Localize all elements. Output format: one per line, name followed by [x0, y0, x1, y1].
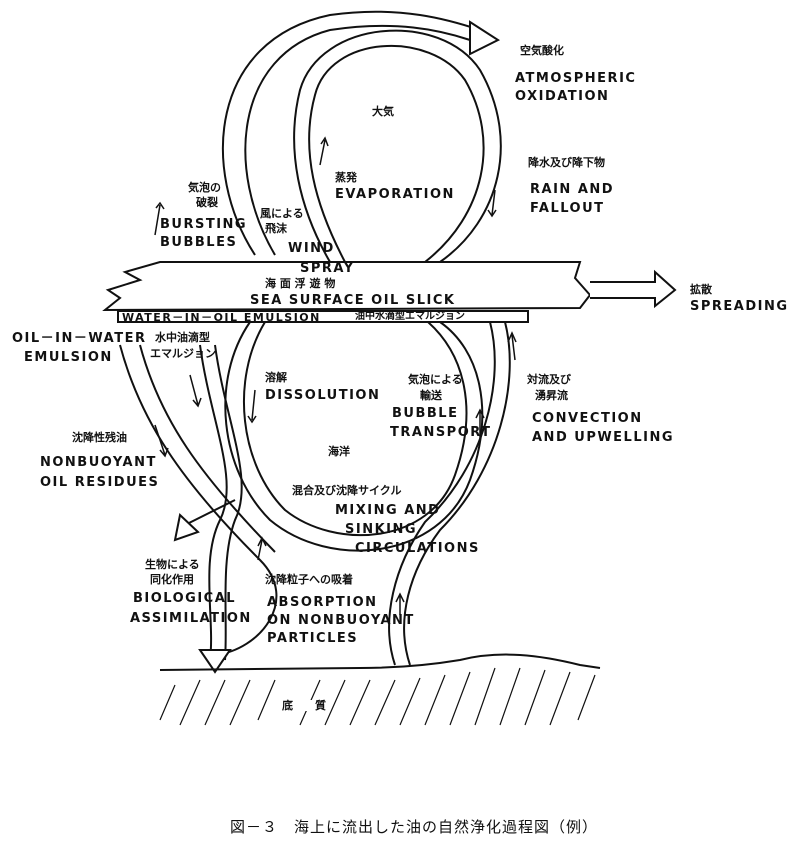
dissolution-label-en: DISSOLUTION — [265, 388, 381, 403]
ocean-loop-outer — [224, 321, 484, 552]
oiw-label-en1: OIL－IN－WATER — [12, 331, 147, 346]
spreading-label-jp: 拡散 — [690, 283, 712, 296]
oiw-label-en2: EMULSION — [24, 350, 113, 365]
bubble-label-jp2: 輸送 — [420, 389, 442, 402]
wind-label-jp1: 風による — [260, 207, 304, 220]
small-arrows — [154, 136, 517, 615]
bursting-label-jp1: 気泡の — [188, 181, 221, 194]
atmosphere-loop-right-inner — [308, 44, 485, 263]
atmosphere-label: 大気 — [372, 105, 394, 118]
bursting-label-en2: BUBBLES — [160, 235, 238, 250]
rain-label-en1: RAIN AND — [530, 182, 615, 197]
sediment-label: 底 質 — [282, 699, 326, 712]
oiw-label-jp2: エマルジョン — [150, 347, 216, 360]
atmosphere-loop-right-outer — [293, 29, 502, 263]
oxidation-arrow-head — [469, 20, 501, 56]
wio-label-jp: 油中水滴型エマルジョン — [355, 311, 465, 322]
oxidation-label-en1: ATMOSPHERIC — [515, 71, 637, 86]
figure-caption: 図－３ 海上に流出した油の自然浄化過程図（例） — [230, 818, 599, 836]
convection-label-jp1: 対流及び — [527, 373, 571, 386]
convection-label-jp2: 湧昇流 — [535, 389, 568, 402]
oxidation-label-jp: 空気酸化 — [520, 44, 564, 57]
atmosphere-loop-inner — [244, 24, 471, 256]
dissolution-label-jp: 溶解 — [265, 371, 287, 384]
wind-label-jp2: 飛沫 — [265, 222, 287, 235]
ocean-label: 海洋 — [328, 445, 350, 458]
mixing-label-en1: MIXING AND — [335, 503, 441, 518]
branch-left-2 — [214, 344, 243, 661]
rain-label-jp: 降水及び降下物 — [528, 156, 605, 169]
absorption-label-en2: ON NONBUOYANT — [267, 613, 415, 628]
spreading-arrow — [590, 269, 677, 309]
bursting-label-en1: BURSTING — [160, 217, 248, 232]
evaporation-label-en: EVAPORATION — [335, 187, 455, 202]
seabed-hatching — [159, 667, 596, 726]
slick-label-en: SEA SURFACE OIL SLICK — [250, 293, 456, 308]
spreading-label-en: SPREADING — [690, 299, 789, 314]
convection-outer — [403, 321, 511, 666]
seabed-surface — [159, 653, 601, 671]
wio-label-en: WATER－IN－OIL EMULSION — [122, 311, 321, 324]
atmosphere-loop-outer — [221, 10, 481, 256]
residues-label-en1: NONBUOYANT — [40, 455, 157, 470]
oiw-label-jp1: 水中油滴型 — [155, 331, 210, 344]
mixing-label-jp: 混合及び沈降サイクル — [292, 484, 402, 497]
residues-label-jp: 沈降性残油 — [72, 431, 127, 444]
residue-arrow-head — [173, 513, 200, 542]
residue-branch — [184, 499, 236, 526]
absorption-label-en1: ABSORPTION — [267, 595, 378, 610]
ocean-loop-inner — [242, 321, 468, 536]
bursting-label-jp2: 破裂 — [196, 196, 218, 209]
convection-inner — [388, 321, 496, 666]
wind-label-en2: SPRAY — [300, 261, 355, 276]
bio-label-jp1: 生物による — [145, 558, 200, 571]
branch-left-1 — [199, 344, 228, 661]
emulsion-band — [117, 310, 529, 323]
absorption-label-jp: 沈降粒子への吸着 — [265, 573, 353, 586]
rain-label-en2: FALLOUT — [530, 201, 605, 216]
bio-label-jp2: 同化作用 — [150, 573, 194, 586]
slick-label-jp: 海 面 浮 遊 物 — [265, 277, 336, 290]
evaporation-label-jp: 蒸発 — [335, 171, 357, 184]
residues-label-en2: OIL RESIDUES — [40, 475, 160, 490]
wind-label-en1: WIND — [288, 241, 335, 256]
bubble-label-jp1: 気泡による — [408, 373, 463, 386]
bio-label-en2: ASSIMILATION — [130, 611, 252, 626]
bubble-label-en1: BUBBLE — [392, 406, 459, 421]
residue-path-outer — [119, 344, 278, 656]
bio-label-en1: BIOLOGICAL — [133, 591, 237, 606]
mixing-label-en3: CIRCULATIONS — [355, 541, 480, 556]
oil-slick-band — [102, 261, 592, 312]
bubble-label-en2: TRANSPORT — [390, 425, 492, 440]
convection-label-en1: CONVECTION — [532, 411, 643, 426]
oxidation-label-en2: OXIDATION — [515, 89, 610, 104]
bio-arrow-head — [198, 649, 232, 674]
mixing-label-en2: SINKING — [345, 522, 418, 537]
residue-path-inner — [139, 344, 276, 553]
convection-label-en2: AND UPWELLING — [532, 430, 675, 445]
absorption-label-en3: PARTICLES — [267, 631, 359, 646]
